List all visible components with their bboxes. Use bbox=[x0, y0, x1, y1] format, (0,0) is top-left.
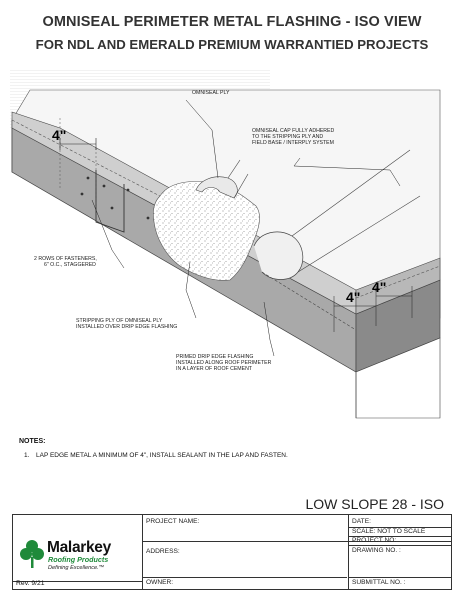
drawing-no-label: DRAWING NO. : bbox=[352, 547, 401, 554]
callout-fasteners-line2: 6" O.C., STAGGERED bbox=[44, 262, 96, 269]
callout-fasteners-line1: 2 ROWS OF FASTENERS, bbox=[34, 256, 97, 262]
dim-left-label: 4" bbox=[52, 127, 66, 143]
owner-label: OWNER: bbox=[146, 579, 174, 586]
project-no-label: PROJECT NO: bbox=[352, 537, 397, 544]
note-text: LAP EDGE METAL A MINIMUM OF 4", INSTALL … bbox=[36, 452, 288, 459]
logo-name: Malarkey bbox=[47, 539, 111, 556]
date-label: DATE: bbox=[352, 518, 371, 525]
sheet-name: LOW SLOPE 28 - ISO bbox=[305, 496, 445, 512]
scale-label: SCALE: NOT TO SCALE bbox=[352, 528, 426, 535]
iso-detail-drawing: 4" 4" 4" bbox=[10, 70, 441, 419]
notes-heading: NOTES: bbox=[19, 438, 46, 445]
callout-cap: OMNISEAL CAP FULLY ADHERED TO THE STRIPP… bbox=[252, 128, 334, 147]
logo-sub: Roofing Products bbox=[48, 555, 109, 564]
logo-tagline: Defining Excellence.™ bbox=[48, 565, 105, 571]
leader-fasteners bbox=[91, 199, 125, 269]
submittal-no-label: SUBMITTAL NO. : bbox=[352, 579, 406, 586]
title-block: PROJECT NAME: ADDRESS: OWNER: DATE: SCAL… bbox=[12, 514, 452, 590]
callout-fasteners: 2 ROWS OF FASTENERS, 6" O.C., STAGGERED bbox=[34, 256, 97, 268]
callout-drip-edge-line3: IN A LAYER OF ROOF CEMENT bbox=[176, 366, 252, 373]
dim-right-b-label: 4" bbox=[372, 279, 386, 295]
fold-line-a bbox=[11, 119, 161, 197]
leader-cap bbox=[293, 157, 401, 187]
callout-drip-edge: PRIMED DRIP EDGE FLASHING INSTALLED ALON… bbox=[176, 354, 271, 373]
callout-cap-line2: TO THE STRIPPING PLY AND bbox=[252, 134, 324, 141]
leader-stripping bbox=[185, 261, 197, 319]
dim-right-a-label: 4" bbox=[346, 289, 360, 305]
drawing-title-line1: OMNISEAL PERIMETER METAL FLASHING - ISO … bbox=[42, 14, 422, 30]
address-label: ADDRESS: bbox=[146, 548, 180, 555]
leader-omniseal-ply bbox=[185, 99, 219, 179]
note-number: 1. bbox=[24, 452, 30, 459]
project-name-label: PROJECT NAME: bbox=[146, 518, 200, 525]
callout-stripping: STRIPPING PLY OF OMNISEAL PLY INSTALLED … bbox=[76, 318, 177, 330]
omniseal-ply-roll bbox=[195, 176, 238, 199]
note-item: 1. LAP EDGE METAL A MINIMUM OF 4", INSTAL… bbox=[24, 452, 288, 459]
shamrock-icon bbox=[20, 540, 44, 568]
callout-cap-line3: FIELD BASE / INTERPLY SYSTEM bbox=[252, 140, 334, 147]
callout-stripping-line1: STRIPPING PLY OF OMNISEAL PLY bbox=[76, 318, 163, 324]
malarkey-logo: Malarkey Roofing Products Defining Excel… bbox=[19, 537, 137, 575]
callout-omniseal-ply: OMNISEAL PLY bbox=[192, 90, 230, 96]
cap-sheet-roll bbox=[253, 231, 304, 280]
leader-drip-edge bbox=[263, 301, 275, 357]
callout-drip-edge-line2: INSTALLED ALONG ROOF PERIMETER bbox=[176, 360, 272, 367]
callout-stripping-line2: INSTALLED OVER DRIP EDGE FLASHING bbox=[76, 324, 178, 331]
drawing-title-line2: FOR NDL AND EMERALD PREMIUM WARRANTIED P… bbox=[35, 37, 429, 52]
fasteners bbox=[80, 176, 150, 220]
revision-label: Rev. 9/21 bbox=[16, 580, 45, 587]
callout-drip-edge-line1: PRIMED DRIP EDGE FLASHING bbox=[176, 354, 254, 360]
lap-joint bbox=[95, 170, 125, 233]
callout-cap-line1: OMNISEAL CAP FULLY ADHERED bbox=[252, 128, 335, 134]
